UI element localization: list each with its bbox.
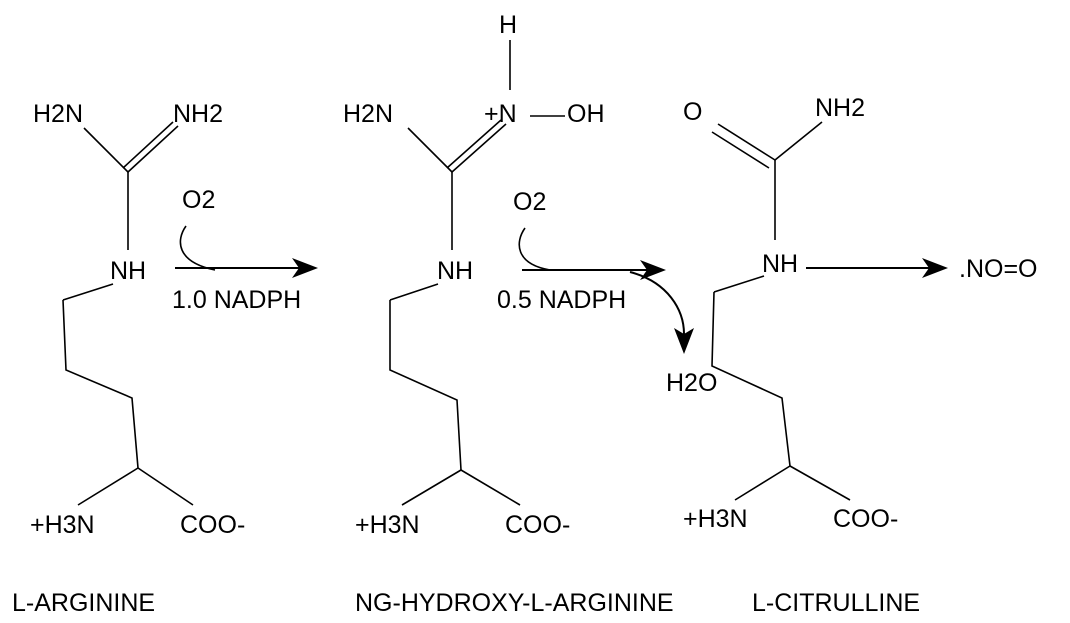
bond — [460, 469, 521, 506]
double-bond — [717, 123, 776, 161]
reaction-arrow-2: O2 0.5 NADPH H2O — [497, 188, 717, 397]
o2-curve — [179, 225, 216, 271]
water-curve — [629, 271, 685, 335]
atom-label: +H3N — [683, 505, 748, 533]
reagent-label: O2 — [513, 188, 546, 216]
l-arginine-structure: H2N NH2 NH +H3N COO- — [30, 100, 245, 539]
atom-label: +N — [484, 100, 517, 128]
reagent-label: 1.0 NADPH — [172, 286, 301, 314]
atom-label: COO- — [180, 511, 245, 539]
bond — [137, 467, 194, 506]
bond — [713, 275, 765, 293]
bond — [389, 283, 439, 301]
reaction-arrow-3: .NO=O — [806, 255, 1038, 283]
arrow-head — [922, 258, 948, 278]
reaction-arrow-1: O2 1.0 NADPH — [172, 186, 318, 314]
caption-ng-hydroxy-l-arginine: NG-HYDROXY-L-ARGININE — [355, 589, 674, 617]
double-bond — [446, 119, 502, 169]
reagent-label: H2O — [666, 369, 717, 397]
atom-label: H — [499, 11, 517, 39]
bond — [62, 283, 114, 301]
bond — [734, 465, 791, 501]
atom-label: OH — [567, 100, 605, 128]
side-chain — [389, 300, 462, 471]
double-bond — [122, 121, 174, 169]
side-chain — [711, 291, 791, 467]
atom-label: H2N — [33, 100, 83, 128]
l-citrulline-structure: O NH2 NH +H3N COO- — [683, 94, 898, 533]
reagent-label: 0.5 NADPH — [497, 286, 626, 314]
atom-label: COO- — [833, 505, 898, 533]
bond — [401, 469, 462, 506]
o2-curve — [518, 227, 551, 271]
atom-label: NH — [110, 257, 146, 285]
bond — [407, 127, 453, 173]
atom-label: +H3N — [30, 511, 95, 539]
double-bond — [127, 125, 179, 173]
atom-label: +H3N — [355, 511, 420, 539]
atom-label: COO- — [505, 511, 570, 539]
bond — [774, 121, 823, 161]
side-chain — [62, 299, 139, 469]
arrow-head — [640, 260, 666, 280]
caption-l-arginine: L-ARGININE — [12, 589, 155, 617]
atom-label: NH — [437, 257, 473, 285]
caption-l-citrulline: L-CITRULLINE — [752, 589, 920, 617]
arrow-head — [292, 258, 318, 278]
bond — [77, 467, 139, 506]
bond — [789, 465, 851, 501]
ng-hydroxy-l-arginine-structure: H H2N +N OH NH +H3N COO- — [343, 11, 605, 539]
atom-label: NH2 — [173, 100, 223, 128]
double-bond — [711, 131, 770, 169]
atom-label: NH2 — [815, 94, 865, 122]
atom-label: H2N — [343, 100, 393, 128]
water-arrow-head — [674, 328, 694, 354]
atom-label: NH — [762, 250, 798, 278]
double-bond — [451, 123, 507, 173]
nitric-oxide-label: .NO=O — [959, 255, 1038, 283]
atom-label: O — [683, 98, 702, 126]
reagent-label: O2 — [182, 186, 215, 214]
bond — [83, 127, 129, 173]
